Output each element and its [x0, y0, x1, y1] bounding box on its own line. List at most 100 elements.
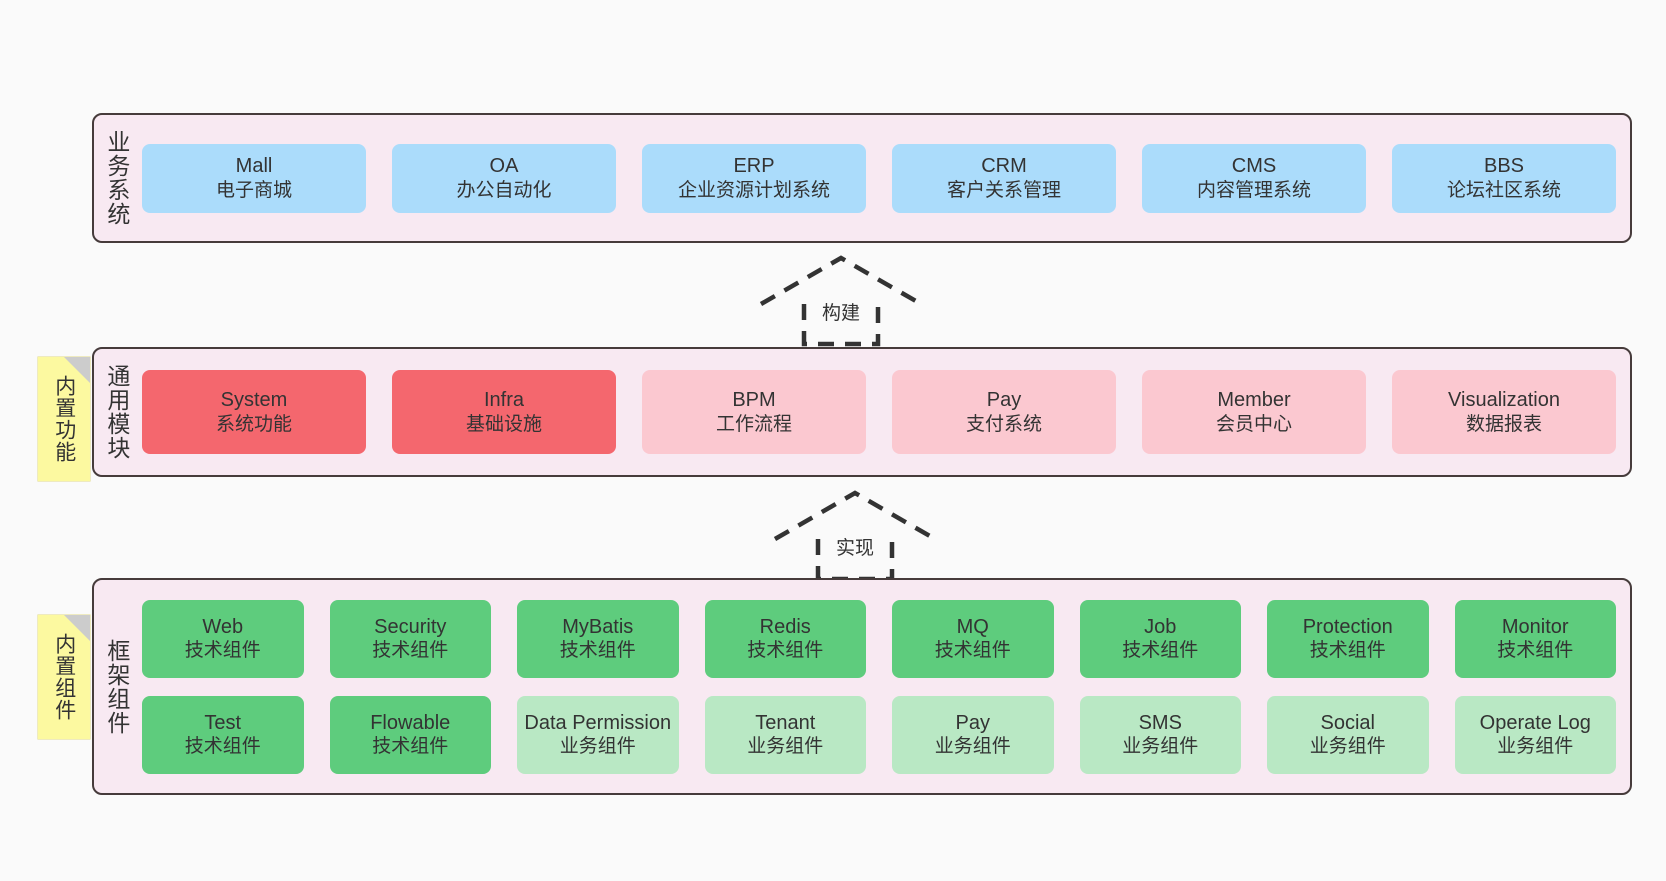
node-title: Data Permission [524, 711, 672, 734]
node-title: Redis [759, 615, 811, 638]
node-job[interactable]: Job 技术组件 [1079, 599, 1241, 678]
layer-title-common: 通用模块 [103, 364, 130, 460]
node-pay[interactable]: Pay 支付系统 [892, 370, 1116, 454]
sticky-note-label: 内置组件 [52, 633, 76, 721]
node-title: Protection [1302, 615, 1393, 638]
arrow-label: 构建 [821, 303, 860, 324]
node-subtitle: 技术组件 [1122, 640, 1199, 662]
node-title: Web [202, 615, 244, 638]
node-tenant[interactable]: Tenant 业务组件 [704, 695, 866, 774]
sticky-note-builtin-features[interactable]: 内置功能 [38, 357, 90, 481]
node-title: Pay [986, 389, 1022, 412]
node-subtitle: 技术组件 [747, 640, 824, 662]
node-subtitle: 业务组件 [1309, 736, 1386, 758]
node-title: BPM [732, 389, 776, 412]
node-title: Mall [235, 155, 273, 178]
node-subtitle: 会员中心 [1215, 413, 1292, 435]
layer-row: System 系统功能 Infra 基础设施 BPM 工作流程 Pay 支付系统… [142, 370, 1616, 454]
node-title: Infra [483, 389, 525, 412]
node-title: OA [489, 155, 519, 178]
layer-row: Web 技术组件 Security 技术组件 MyBatis 技术组件 Redi… [142, 599, 1616, 678]
node-member[interactable]: Member 会员中心 [1142, 370, 1366, 454]
node-test[interactable]: Test 技术组件 [142, 695, 304, 774]
arrow-up-dashed-icon [759, 255, 923, 347]
node-subtitle: 工作流程 [715, 413, 792, 435]
node-protection[interactable]: Protection 技术组件 [1267, 599, 1429, 678]
layer-body-common: System 系统功能 Infra 基础设施 BPM 工作流程 Pay 支付系统… [138, 349, 1630, 475]
node-bpm[interactable]: BPM 工作流程 [642, 370, 866, 454]
node-flowable[interactable]: Flowable 技术组件 [329, 695, 491, 774]
node-title: System [220, 389, 288, 412]
node-social[interactable]: Social 业务组件 [1267, 695, 1429, 774]
node-operate-log[interactable]: Operate Log 业务组件 [1454, 695, 1616, 774]
node-visualization[interactable]: Visualization 数据报表 [1392, 370, 1616, 454]
node-title: Monitor [1501, 615, 1569, 638]
layer-title-business: 业务系统 [103, 130, 130, 226]
node-subtitle: 技术组件 [1309, 640, 1386, 662]
node-title: CMS [1231, 155, 1277, 178]
node-subtitle: 技术组件 [184, 736, 261, 758]
node-subtitle: 技术组件 [559, 640, 636, 662]
node-redis[interactable]: Redis 技术组件 [704, 599, 866, 678]
node-infra[interactable]: Infra 基础设施 [392, 370, 616, 454]
node-subtitle: 企业资源计划系统 [677, 179, 830, 201]
node-subtitle: 支付系统 [965, 413, 1042, 435]
node-title: MQ [956, 615, 989, 638]
node-title: Test [204, 711, 242, 734]
node-subtitle: 业务组件 [1497, 736, 1574, 758]
node-subtitle: 客户关系管理 [946, 179, 1061, 201]
node-data-permission[interactable]: Data Permission 业务组件 [517, 695, 679, 774]
page-fold-icon [64, 615, 90, 641]
node-title: CRM [981, 155, 1027, 178]
node-mybatis[interactable]: MyBatis 技术组件 [517, 599, 679, 678]
arrow-up-dashed-icon [773, 490, 937, 582]
node-subtitle: 技术组件 [372, 640, 449, 662]
node-mq[interactable]: MQ 技术组件 [892, 599, 1054, 678]
node-title: Flowable [370, 711, 451, 734]
node-title: Operate Log [1479, 711, 1591, 734]
node-subtitle: 基础设施 [465, 413, 542, 435]
node-web[interactable]: Web 技术组件 [142, 599, 304, 678]
node-title: ERP [733, 155, 775, 178]
layer-row: Mall 电子商城 OA 办公自动化 ERP 企业资源计划系统 CRM 客户关系… [142, 143, 1616, 213]
node-title: Member [1217, 389, 1291, 412]
node-subtitle: 电子商城 [215, 179, 292, 201]
node-system[interactable]: System 系统功能 [142, 370, 366, 454]
node-subtitle: 数据报表 [1465, 413, 1542, 435]
sticky-note-builtin-components[interactable]: 内置组件 [38, 615, 90, 739]
layer-body-frame: Web 技术组件 Security 技术组件 MyBatis 技术组件 Redi… [138, 580, 1630, 793]
node-title: Visualization [1448, 389, 1560, 412]
layer-framework-components: 框架组件 Web 技术组件 Security 技术组件 MyBatis 技术组件… [92, 578, 1632, 795]
node-monitor[interactable]: Monitor 技术组件 [1454, 599, 1616, 678]
node-sms[interactable]: SMS 业务组件 [1079, 695, 1241, 774]
node-security[interactable]: Security 技术组件 [329, 599, 491, 678]
node-subtitle: 业务组件 [747, 736, 824, 758]
node-cms[interactable]: CMS 内容管理系统 [1142, 143, 1366, 213]
node-pay-business[interactable]: Pay 业务组件 [892, 695, 1054, 774]
node-title: Security [374, 615, 447, 638]
arrow-realize: 实现 [770, 487, 940, 583]
node-bbs[interactable]: BBS 论坛社区系统 [1392, 143, 1616, 213]
node-crm[interactable]: CRM 客户关系管理 [892, 143, 1116, 213]
node-erp[interactable]: ERP 企业资源计划系统 [642, 143, 866, 213]
node-mall[interactable]: Mall 电子商城 [142, 143, 366, 213]
node-subtitle: 技术组件 [184, 640, 261, 662]
layer-row: Test 技术组件 Flowable 技术组件 Data Permission … [142, 695, 1616, 774]
node-title: Pay [955, 711, 990, 734]
node-subtitle: 技术组件 [934, 640, 1011, 662]
node-title: BBS [1483, 155, 1525, 178]
node-title: MyBatis [562, 615, 634, 638]
node-oa[interactable]: OA 办公自动化 [392, 143, 616, 213]
node-title: SMS [1138, 711, 1182, 734]
node-subtitle: 办公自动化 [456, 179, 552, 201]
page-fold-icon [64, 357, 90, 383]
node-subtitle: 论坛社区系统 [1446, 179, 1561, 201]
node-title: Social [1320, 711, 1375, 734]
node-title: Job [1144, 615, 1177, 638]
arrow-build: 构建 [756, 252, 926, 348]
node-subtitle: 内容管理系统 [1196, 179, 1311, 201]
layer-title-frame: 框架组件 [103, 638, 130, 735]
arrow-label: 实现 [835, 538, 874, 559]
node-subtitle: 业务组件 [1122, 736, 1199, 758]
